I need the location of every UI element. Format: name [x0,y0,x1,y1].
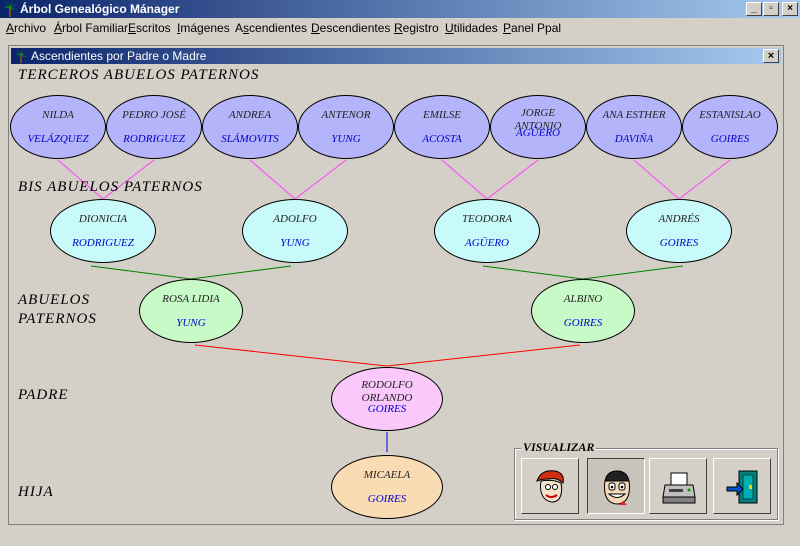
person-last-name: YUNG [280,237,310,249]
person-node[interactable]: PEDRO JOSÉ RODRIGUEZ [106,95,202,159]
connector-line [194,344,388,367]
person-node-hija[interactable]: MICAELA GOIRES [331,455,443,519]
ascendientes-titlebar: Ascendientes por Padre o Madre × [11,48,781,64]
menu-utilidades[interactable]: Utilidades [445,21,498,35]
person-first-name: ANDREA [228,109,272,121]
person-node[interactable]: TEODORA AGÜERO [434,199,540,263]
person-first-name: ANTENOR [321,109,371,121]
person-first-name: ESTANISLAO [699,109,761,121]
menu-archivo[interactable]: Archivo [6,21,47,35]
person-node[interactable]: EMILSE ACOSTA [394,95,490,159]
person-last-name: SLÁMOVITS [221,133,279,145]
menu-arbol-familiar[interactable]: Árbol Familiar [54,21,129,35]
person-last-name: RODRIGUEZ [72,237,134,249]
person-first-name: TEODORA [461,213,513,225]
connector-line [57,159,104,200]
connector-line [482,265,584,280]
person-first-name: RODOLFO ORLANDO [361,379,413,404]
ascendientes-close-button[interactable]: × [763,49,779,63]
person-last-name: YUNG [331,133,361,145]
menu-bar: Archivo Árbol Familiar Escritos Imágenes… [0,18,800,38]
palm-tree-icon [3,1,17,17]
person-first-name: ROSA LIDIA [162,293,220,305]
ascendientes-title: Ascendientes por Padre o Madre [31,49,207,63]
label-abuelos: ABUELOS [18,292,90,308]
person-node[interactable]: ESTANISLAO GOIRES [682,95,778,159]
connector-line [190,265,292,280]
connector-line [486,159,539,200]
person-last-name: AGÜERO [516,127,560,139]
person-last-name: GOIRES [367,493,407,505]
person-first-name: ANDRÉS [658,213,700,225]
label-bis-abuelos: BIS ABUELOS PATERNOS [18,179,203,195]
person-first-name: ANA ESTHER [602,109,666,121]
visualizar-label: VISUALIZAR [521,440,597,455]
connector-line [386,344,581,367]
person-first-name: JORGE ANTONIO [514,107,562,132]
exit-door-icon [726,470,758,504]
label-terceros-abuelos: TERCEROS ABUELOS PATERNOS [18,67,260,83]
person-last-name: GOIRES [563,317,603,329]
view-father-button[interactable] [587,458,645,514]
connector-line [633,159,680,200]
label-abuelos-paternos: PATERNOS [18,311,97,327]
person-first-name: ADOLFO [273,213,317,225]
person-node[interactable]: ALBINO GOIRES [531,279,635,343]
connector-line [102,159,155,200]
person-node[interactable]: NILDA VELÁZQUEZ [10,95,106,159]
person-last-name: AGÜERO [465,237,509,249]
person-first-name: MICAELA [363,469,411,481]
person-first-name: DIONICIA [78,213,128,225]
view-mother-button[interactable] [521,458,579,514]
person-node[interactable]: ANTENOR YUNG [298,95,394,159]
connector-line [249,159,296,200]
palm-tree-icon [14,49,28,63]
person-first-name: PEDRO JOSÉ [122,109,186,121]
fred-face-icon [604,470,630,505]
connector-line [441,159,488,200]
menu-escritos[interactable]: Escritos [128,21,171,35]
restore-button[interactable]: ▫ [763,2,779,16]
visualizar-group [514,448,778,520]
person-last-name: GOIRES [367,403,407,415]
connector-line [90,265,192,280]
menu-registro[interactable]: Registro [394,21,439,35]
person-node[interactable]: DIONICIA RODRIGUEZ [50,199,156,263]
person-node[interactable]: ANDREA SLÁMOVITS [202,95,298,159]
person-last-name: DAVIÑA [614,133,654,145]
wilma-face-icon [536,470,564,503]
person-node[interactable]: ADOLFO YUNG [242,199,348,263]
window-title: Árbol Genealógico Mánager [20,2,180,16]
close-button[interactable]: × [782,2,798,16]
person-node[interactable]: ANA ESTHER DAVIÑA [586,95,682,159]
connector-line [582,265,684,280]
menu-descendientes[interactable]: Descendientes [311,21,391,35]
minimize-button[interactable]: _ [746,2,762,16]
person-last-name: GOIRES [659,237,699,249]
connector-line [294,159,347,200]
person-last-name: RODRIGUEZ [123,133,185,145]
person-first-name: EMILSE [423,109,461,121]
menu-panel-ppal[interactable]: Panel Ppal [503,21,562,35]
label-padre: PADRE [18,387,69,403]
person-last-name: VELÁZQUEZ [27,133,89,145]
person-last-name: GOIRES [710,133,750,145]
printer-icon [662,472,696,504]
print-button[interactable] [649,458,707,514]
menu-ascendientes[interactable]: Ascendientes [235,21,308,35]
person-first-name: ALBINO [563,293,603,305]
window-titlebar: Árbol Genealógico Mánager _ ▫ × [0,0,800,18]
exit-button[interactable] [713,458,771,514]
person-node[interactable]: ROSA LIDIA YUNG [139,279,243,343]
person-last-name: YUNG [176,317,206,329]
person-last-name: ACOSTA [422,133,462,145]
menu-imagenes[interactable]: Imágenes [177,21,230,35]
label-hija: HIJA [18,484,54,500]
person-node[interactable]: ANDRÉS GOIRES [626,199,732,263]
connector-line [678,159,731,200]
person-first-name: NILDA [42,109,74,121]
